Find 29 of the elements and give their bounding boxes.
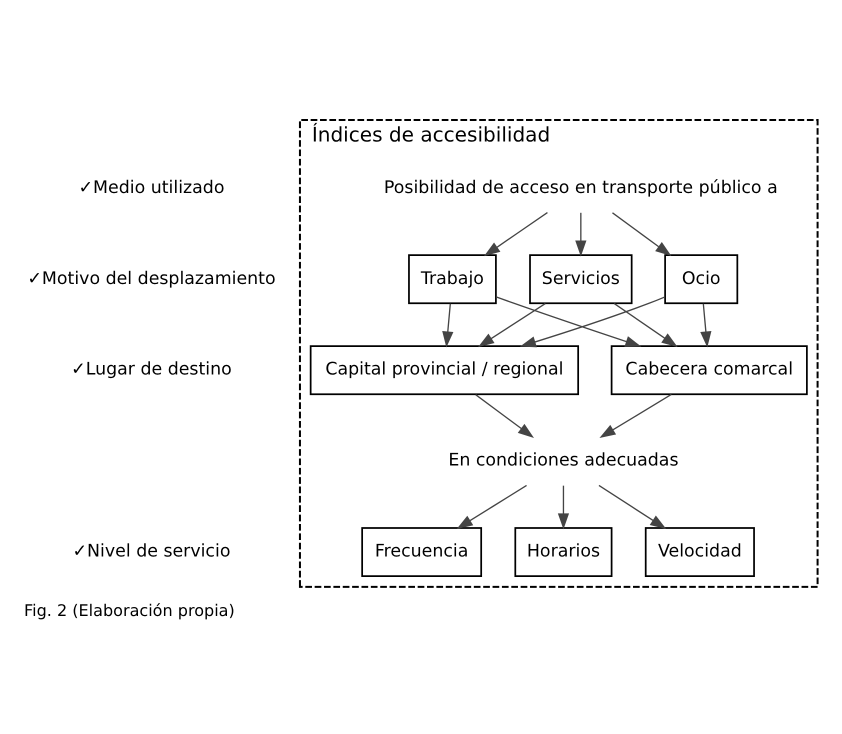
arrow <box>442 303 454 348</box>
arrow <box>496 296 642 346</box>
arrow <box>598 484 666 528</box>
arrow <box>478 302 546 347</box>
node-text: En condiciones adecuadas <box>448 450 679 470</box>
label: ✓Lugar de destino <box>71 359 232 380</box>
arrow <box>456 484 527 528</box>
arrow <box>520 296 666 347</box>
arrow <box>484 212 548 256</box>
arrow <box>700 303 712 348</box>
arrow <box>612 212 672 256</box>
node-box: Velocidad <box>644 526 755 577</box>
label: ✓Motivo del desplazamiento <box>27 268 276 288</box>
arrow <box>475 394 534 438</box>
node-box: Frecuencia <box>361 526 482 577</box>
arrow <box>558 485 570 529</box>
node-box: Trabajo <box>408 254 497 304</box>
label: ✓Medio utilizado <box>78 177 224 198</box>
arrow <box>614 302 678 347</box>
node-box: Cabecera comarcal <box>610 344 808 395</box>
node-box: Capital provincial / regional <box>310 344 580 395</box>
arrow <box>599 393 672 438</box>
node-box: Ocio <box>664 254 738 304</box>
node-box: Servicios <box>529 254 633 304</box>
node-box: Horarios <box>514 526 612 577</box>
arrow <box>575 212 586 256</box>
caption: Fig. 2 (Elaboración propia) <box>24 600 235 620</box>
node-text: Posibilidad de acceso en transporte público a <box>384 177 778 198</box>
label: ✓Nivel de servicio <box>72 541 230 562</box>
